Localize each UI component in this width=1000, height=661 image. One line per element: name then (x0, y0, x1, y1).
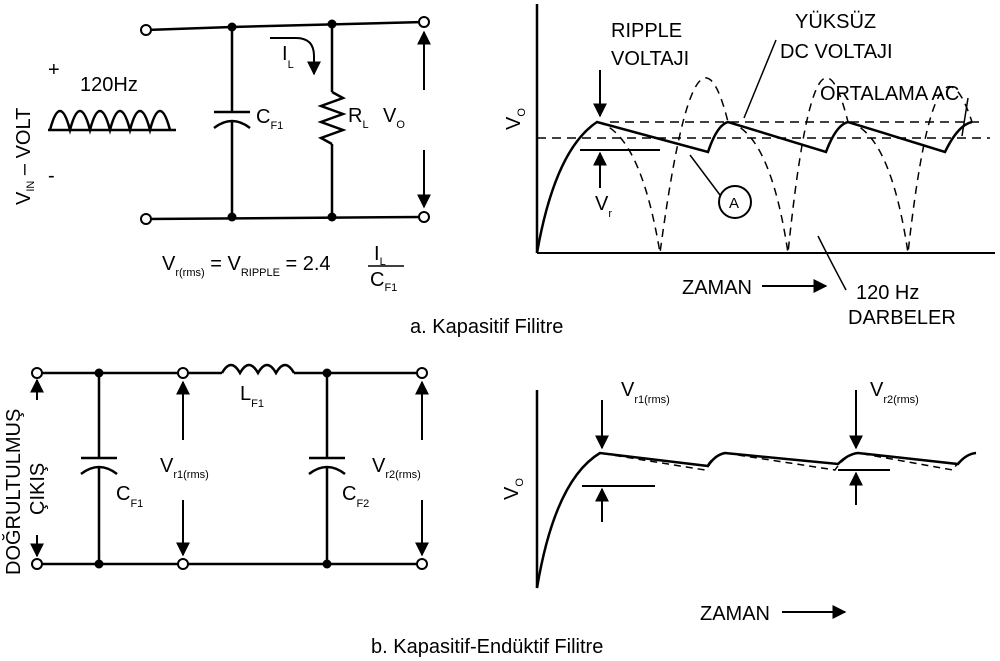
pulses-leader (817, 235, 847, 291)
no-load-label-line1: YÜKSÜZ (795, 11, 876, 33)
capacitive-filter-graph (535, 4, 995, 293)
rectified-pulses (596, 77, 973, 254)
top-vr2-label: Vr2(rms) (870, 379, 919, 406)
terminal-out-top (418, 16, 430, 28)
caption-b: b. Kapasitif-Endüktif Filitre (371, 636, 603, 658)
formula-denominator: CF1 (370, 269, 397, 294)
no-load-leader (743, 39, 777, 119)
input-voltage-label: VIN – VOLT (13, 108, 37, 205)
capacitive-filter-circuit (145, 20, 425, 221)
lc-output (535, 451, 977, 589)
bottom-junctions (94, 368, 332, 569)
ripple-label-line1: RIPPLE (611, 20, 682, 42)
svg-text:Vr(rms) = VRIPPLE = 2.4: Vr(rms) = VRIPPLE = 2.4 (162, 253, 331, 279)
rectified-input-label-line2: ÇIKIŞ (27, 463, 49, 515)
load-current-label: IL (282, 43, 294, 71)
no-load-label-line2: DC VOLTAJI (780, 41, 893, 63)
avg-ac-label: ORTALAMA AC (820, 83, 959, 105)
formula-numerator: IL (374, 243, 386, 268)
lc-filter-circuit (37, 363, 422, 566)
filtered-output (535, 120, 973, 254)
lc-filter-graph (535, 390, 977, 619)
terminal-in-bottom (140, 213, 152, 225)
marker-a-text: A (729, 195, 739, 212)
caption-a: a. Kapasitif Filitre (410, 316, 563, 338)
terminal-in-top (140, 24, 152, 36)
terminal-out-bottom (418, 211, 430, 223)
top-junctions (227, 19, 337, 222)
ripple-formula: Vr(rms) = VRIPPLE = 2.4 IL CF1 (162, 243, 404, 294)
bottom-voltage-arrows (30, 378, 429, 558)
vo-label: VO (383, 105, 405, 131)
cf2-label: CF2 (342, 483, 369, 510)
marker-a-leader (689, 154, 721, 196)
bottom-x-axis-label: ZAMAN (700, 603, 770, 625)
pulses-label-line2: DARBELER (848, 307, 956, 329)
ripple-label-line2: VOLTAJI (611, 48, 689, 70)
bottom-cf1-label: CF1 (116, 483, 143, 510)
top-terminals (140, 16, 430, 225)
vr1-label: Vr1(rms) (160, 455, 209, 481)
plus-sign: + (48, 59, 60, 81)
top-vr1-label: Vr1(rms) (621, 379, 670, 406)
bottom-terminals (31, 367, 428, 570)
avg-ac-leader (961, 97, 969, 137)
source-frequency: 120Hz (80, 74, 138, 96)
bottom-graph-y-label: VO (501, 478, 526, 500)
pulses-label-line1: 120 Hz (856, 282, 919, 304)
vr-label: Vr (595, 193, 612, 220)
rl-label: RL (348, 105, 369, 131)
marker-a-circle (718, 185, 752, 219)
minus-sign: - (48, 165, 55, 187)
current-arrow-icon (270, 37, 321, 76)
source-waveform (48, 109, 176, 135)
top-graph-y-label: VO (503, 108, 528, 130)
vr2-label: Vr2(rms) (372, 455, 421, 481)
rectified-input-label-line1: DOĞRULTULMUŞ (2, 409, 25, 575)
cf1-label: CF1 (256, 106, 283, 132)
lf1-label: LF1 (240, 383, 264, 410)
top-x-axis-label: ZAMAN (682, 277, 752, 299)
